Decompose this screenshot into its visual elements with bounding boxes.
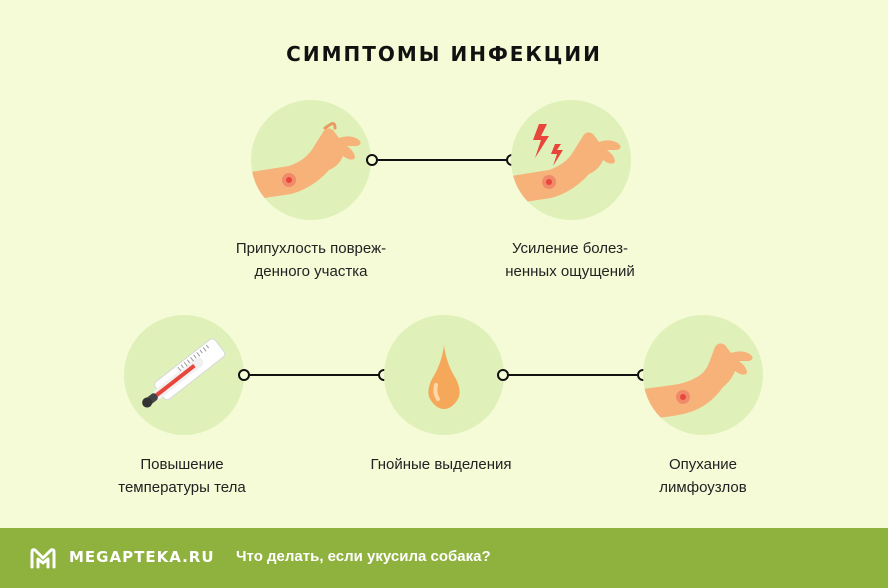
connector-1 xyxy=(366,154,518,166)
brand-link[interactable]: MEGAPTEKA.RU xyxy=(69,548,215,566)
symptom-label-swelling: Припухлость повреж- денного участка xyxy=(235,240,387,280)
connector-2 xyxy=(238,369,390,381)
symptom-label-pus: Гнойные выделения xyxy=(370,456,512,473)
symptom-temperature-circle xyxy=(124,315,244,435)
footer-bar: MEGAPTEKA.RU Что делать, если укусила со… xyxy=(0,528,888,588)
connector-dot xyxy=(238,369,250,381)
symptom-lymph-circle xyxy=(643,315,763,435)
painful-arm-icon xyxy=(511,124,621,204)
page-title: СИМПТОМЫ ИНФЕКЦИИ xyxy=(286,42,602,66)
swollen-elbow-icon xyxy=(643,343,753,419)
swollen-arm-icon xyxy=(251,122,361,200)
connector-3 xyxy=(497,369,649,381)
symptom-pain-circle xyxy=(511,100,631,220)
connector-dot xyxy=(366,154,378,166)
pus-drop-icon xyxy=(428,345,460,409)
article-link[interactable]: Что делать, если укусила собака? xyxy=(236,548,491,565)
connector-dot xyxy=(497,369,509,381)
symptom-swelling-circle xyxy=(251,100,371,220)
symptom-label-lymph: Опухание лимфоузлов xyxy=(659,456,747,496)
megapteka-logo-icon[interactable] xyxy=(30,547,56,569)
symptom-pus-circle xyxy=(384,315,504,435)
symptom-label-pain: Усиление болез- ненных ощущений xyxy=(505,240,635,280)
thermometer-icon xyxy=(142,338,226,408)
symptom-label-temperature: Повышение температуры тела xyxy=(118,456,246,496)
